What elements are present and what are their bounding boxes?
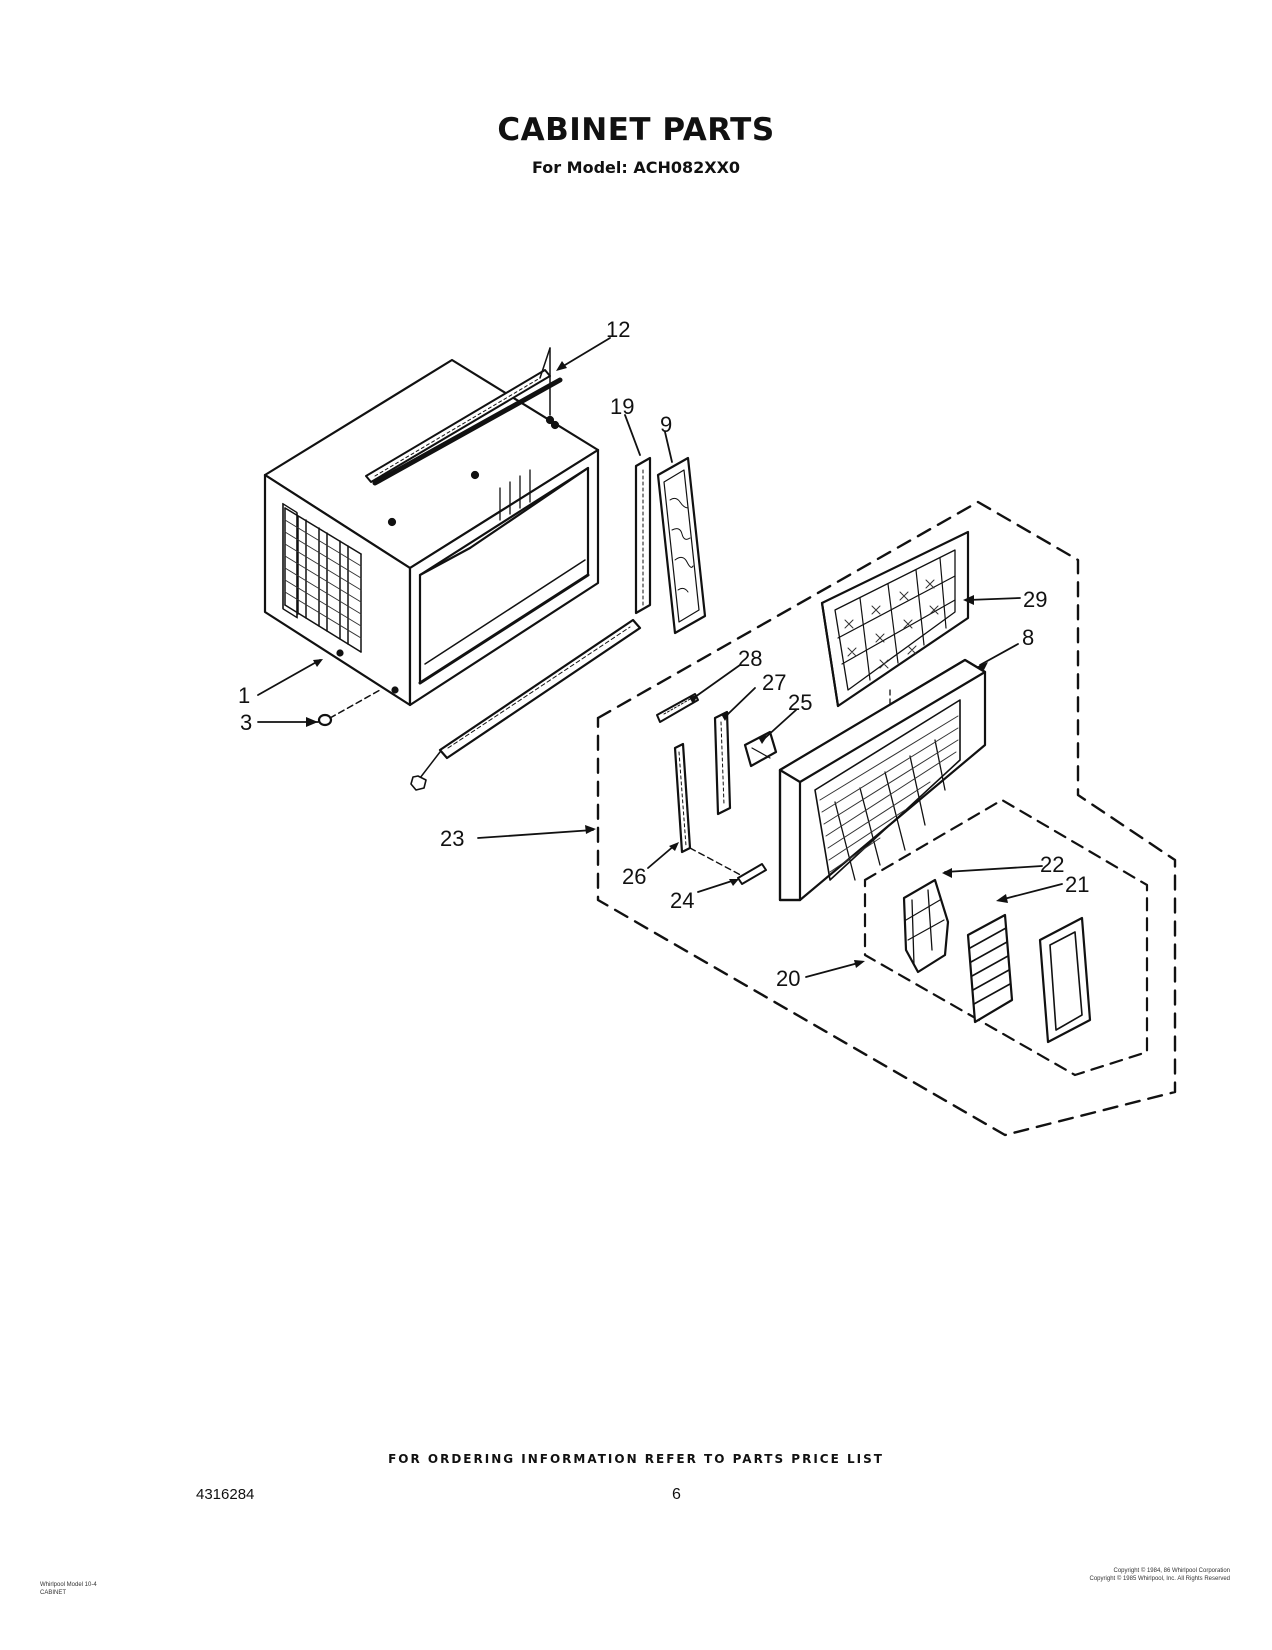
grille-bezel-20 xyxy=(1038,916,1092,1044)
callout-22: 22 xyxy=(1040,852,1064,877)
document-number: 4316284 xyxy=(196,1486,255,1503)
callout-labels: 12 19 9 29 8 28 27 25 1 3 23 26 24 22 21… xyxy=(238,317,1089,991)
callout-25: 25 xyxy=(788,690,812,715)
seal-panel-9 xyxy=(656,456,707,635)
small-note-line-2: CABINET xyxy=(40,1590,67,1596)
part-27 xyxy=(713,710,732,816)
cabinet-shell xyxy=(263,358,600,707)
callout-24: 24 xyxy=(670,888,694,913)
callout-28: 28 xyxy=(738,646,762,671)
callout-12: 12 xyxy=(606,317,630,342)
copyright-line-2: Copyright © 1985 Whirlpool, Inc. All Rig… xyxy=(1089,1576,1230,1582)
model-subtitle: For Model: ACH082XX0 xyxy=(531,158,741,177)
grille-frame-22 xyxy=(902,878,950,974)
copyright-notice: Copyright © 1984, 86 Whirlpool Corporati… xyxy=(990,1567,1230,1583)
callout-21: 21 xyxy=(1065,872,1089,897)
front-panel-group-outline xyxy=(596,500,1177,1137)
callout-27: 27 xyxy=(762,670,786,695)
louver-set-21 xyxy=(966,913,1014,1024)
callout-23: 23 xyxy=(440,826,464,851)
callout-26: 26 xyxy=(622,864,646,889)
small-note-line-1: Whirlpool Model 10-4 xyxy=(40,1582,97,1588)
copyright-line-1: Copyright © 1984, 86 Whirlpool Corporati… xyxy=(1113,1568,1230,1574)
air-filter-29 xyxy=(820,530,970,761)
page-title: CABINET PARTS xyxy=(497,112,775,148)
bottom-rail-strip xyxy=(410,618,642,791)
callout-8: 8 xyxy=(1022,625,1034,650)
small-model-note: Whirlpool Model 10-4 CABINET xyxy=(40,1581,150,1597)
callout-3: 3 xyxy=(240,710,252,735)
callout-29: 29 xyxy=(1023,587,1047,612)
callout-9: 9 xyxy=(660,412,672,437)
part-26 xyxy=(673,742,751,881)
page-number: 6 xyxy=(672,1486,681,1503)
arrowheads xyxy=(306,361,1008,968)
side-gasket-19 xyxy=(634,456,652,615)
screw-3 xyxy=(317,689,381,727)
top-seal-strip xyxy=(365,347,555,483)
front-panel-8 xyxy=(778,658,987,902)
callout-19: 19 xyxy=(610,394,634,419)
part-28 xyxy=(656,693,699,723)
part-24 xyxy=(737,863,767,885)
callout-20: 20 xyxy=(776,966,800,991)
ordering-info-note: FOR ORDERING INFORMATION REFER TO PARTS … xyxy=(388,1452,884,1466)
callout-1: 1 xyxy=(238,683,250,708)
grille-group-outline xyxy=(863,798,1149,1077)
